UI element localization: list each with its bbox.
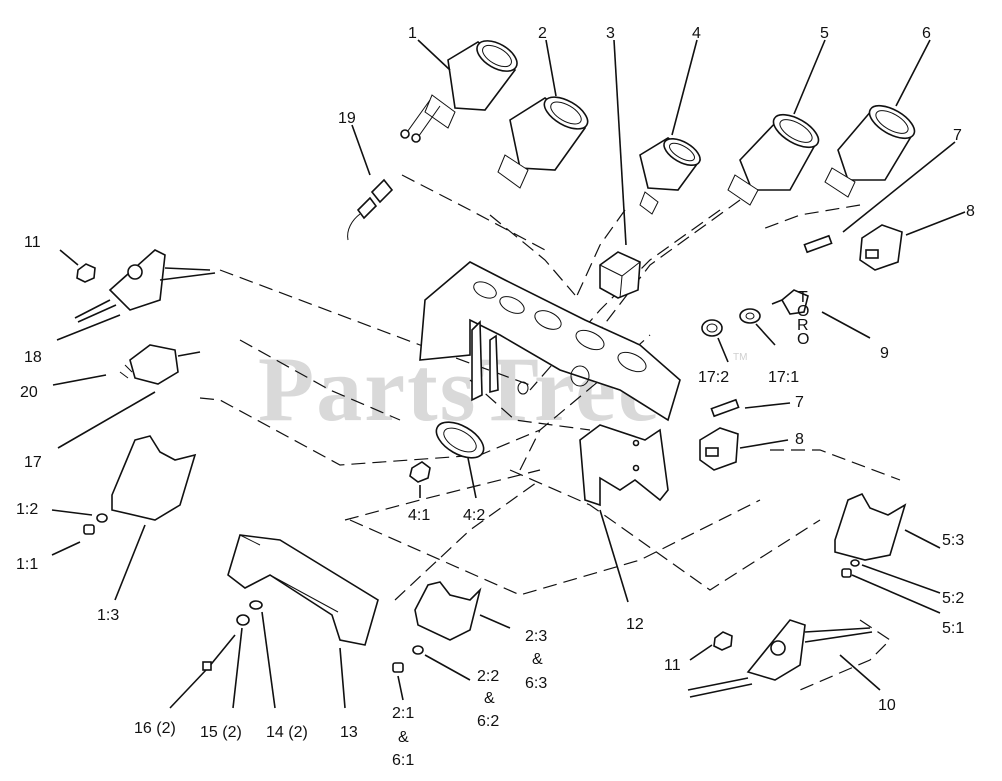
callout-20: 20 [20,384,38,401]
callout-17-1: 17:1 [768,369,799,386]
gauge-6 [824,104,916,198]
callout-2-2: 2:2 [477,668,499,685]
bezel-4-2 [435,421,485,459]
brand-mark-vertical: T O R O [797,289,809,348]
callout-4-1: 4:1 [408,507,430,524]
ignition-key-9 [771,289,809,315]
nut-4-1 [409,461,431,483]
callout-17-2: 17:2 [698,369,729,386]
grommet-15 [236,614,250,626]
callout-18: 18 [24,349,42,366]
callout-1-3: 1:3 [97,607,119,624]
nut-11-left [76,263,96,283]
callout-4-2: 4:2 [463,507,485,524]
leader-lines [51,39,966,709]
bolt-7-lower [710,398,740,418]
callout-6-3: 6:3 [525,675,547,692]
callout-11-left: 11 [24,234,41,251]
callout-12: 12 [626,616,644,633]
washer-14 [249,600,263,610]
callout-2-3: 2:3 [525,628,547,645]
washer-1-2 [96,513,108,523]
svg-text:O: O [797,303,809,320]
callout-17: 17 [24,454,42,471]
knob-8-upper [859,224,903,271]
callout-7-lower: 7 [795,394,804,411]
spacer-5-1 [841,568,852,578]
callout-2-2-amp: & [484,690,495,707]
callout-5-3: 5:3 [942,532,964,549]
callout-7-upper: 7 [953,127,962,144]
callout-2: 2 [538,25,547,42]
callout-16: 16 (2) [134,720,176,737]
gauge-4 [639,137,702,215]
callout-6: 6 [922,25,931,42]
light-module-3 [599,251,641,299]
callout-15: 15 (2) [200,724,242,741]
nut-11-right [713,631,733,651]
callout-4: 4 [692,25,701,42]
callout-5-1: 5:1 [942,620,964,637]
dash-panel [419,261,681,422]
bracket-5-3 [834,492,907,561]
nut-17-1 [739,308,761,324]
bracket-1-3 [111,435,197,521]
spacer-2-1 [392,662,404,673]
knob-8-lower [699,427,739,471]
callout-6-1: 6:1 [392,752,414,769]
switch-20 [119,344,201,385]
callout-2-1: 2:1 [392,705,414,722]
callout-2-3-amp: & [532,651,543,668]
washer-5-2 [850,559,860,567]
callout-1-2: 1:2 [16,501,38,518]
callout-13: 13 [340,724,358,741]
bracket-2-3 [414,581,482,641]
callout-10: 10 [878,697,896,714]
svg-text:R: R [797,317,809,334]
callout-5: 5 [820,25,829,42]
spacer-1-1 [83,524,95,535]
gauge-1 [400,40,518,143]
bolt-7-upper [803,234,833,254]
callout-3: 3 [606,25,615,42]
callout-8-lower: 8 [795,431,804,448]
callout-2-1-amp: & [398,729,409,746]
choke-lever-10 [687,619,873,698]
gauge-5 [727,113,820,206]
callout-1-1: 1:1 [16,556,38,573]
holder-13 [227,534,379,646]
callout-5-2: 5:2 [942,590,964,607]
trademark-mark: TM [733,352,747,363]
callout-8-upper: 8 [966,203,975,220]
throttle-lever-18 [74,249,216,323]
callout-1: 1 [408,25,417,42]
svg-text:O: O [797,331,809,348]
bracket-12 [579,424,669,507]
gauge-2 [497,96,589,189]
callout-19: 19 [338,110,356,127]
screw-16 [202,634,236,671]
callout-labels: 1 2 3 4 5 6 7 8 19 11 18 20 17 1:2 1:1 1… [16,25,975,769]
callout-6-2: 6:2 [477,713,499,730]
svg-text:T: T [798,289,808,306]
callout-14: 14 (2) [266,724,308,741]
washer-2-2 [412,645,424,655]
callout-9: 9 [880,345,889,362]
washer-17-2 [701,319,723,337]
callout-11-right: 11 [664,657,681,674]
bulb-19 [347,178,394,241]
